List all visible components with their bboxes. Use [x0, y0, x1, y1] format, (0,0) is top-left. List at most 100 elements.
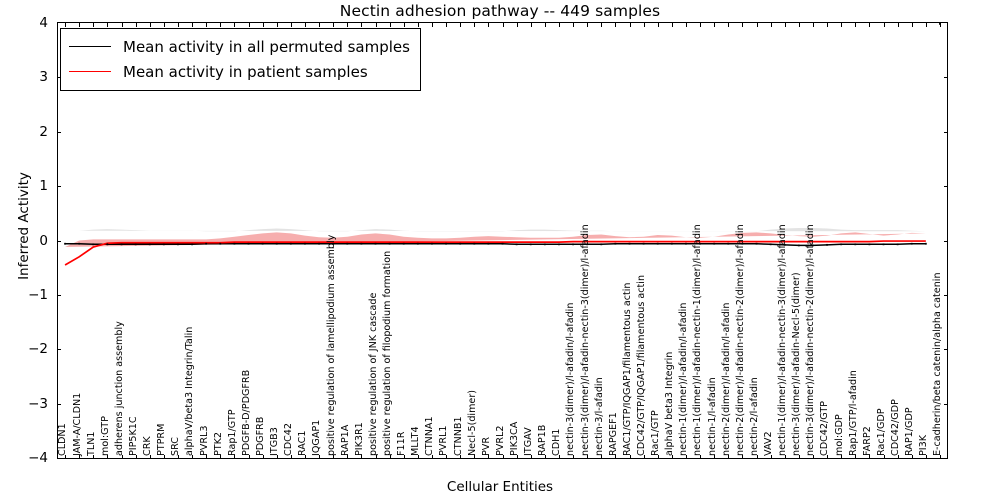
data-point-marker: [840, 243, 843, 246]
data-point-marker: [939, 23, 941, 25]
y-axis-label: Inferred Activity: [16, 172, 32, 280]
data-point-marker: [924, 242, 927, 245]
data-point-marker: [600, 243, 603, 246]
data-point-marker: [459, 242, 462, 245]
data-point-marker: [92, 243, 95, 246]
data-point-marker: [812, 244, 814, 247]
data-point-marker: [416, 242, 419, 245]
data-point-marker: [120, 243, 123, 246]
data-point-marker: [487, 242, 490, 245]
legend-item-patient: Mean activity in patient samples: [69, 59, 410, 84]
legend: Mean activity in all permuted samples Me…: [60, 28, 421, 91]
data-point-marker: [868, 243, 871, 246]
legend-item-permuted: Mean activity in all permuted samples: [69, 34, 410, 59]
data-point-marker: [332, 242, 335, 245]
chart-canvas: [64, 23, 941, 458]
y-tick-label: 1: [39, 178, 48, 195]
data-point-marker: [219, 242, 222, 245]
data-point-marker: [685, 242, 687, 245]
data-point-marker: [656, 242, 659, 245]
y-tick-mark: [944, 404, 948, 405]
data-point-marker: [106, 243, 109, 246]
data-point-marker: [501, 242, 504, 245]
data-point-marker: [431, 242, 433, 245]
x-axis-label: Cellular Entities: [446, 479, 554, 495]
data-point-marker: [360, 242, 363, 245]
y-tick-mark: [57, 186, 61, 187]
legend-swatch-permuted: [69, 46, 111, 47]
data-point-marker: [826, 243, 828, 246]
data-point-marker: [402, 242, 405, 245]
data-point-marker: [134, 243, 137, 246]
y-tick-mark: [944, 132, 948, 133]
data-point-marker: [854, 243, 857, 246]
y-tick-mark: [944, 186, 948, 187]
y-tick-mark: [57, 404, 61, 405]
data-point-marker: [741, 242, 744, 245]
chart-title: Nectin adhesion pathway -- 449 samples: [339, 2, 661, 20]
data-point-marker: [388, 242, 391, 245]
data-point-marker: [445, 242, 447, 245]
data-point-marker: [304, 242, 306, 245]
data-point-marker: [783, 243, 786, 246]
y-tick-label: −2: [28, 341, 48, 358]
y-tick-mark: [944, 77, 948, 78]
data-point-marker: [614, 242, 617, 245]
data-point-marker: [628, 242, 631, 245]
data-point-marker: [148, 243, 151, 246]
y-tick-label: −3: [28, 395, 48, 412]
y-tick-mark: [57, 295, 61, 296]
data-point-marker: [713, 242, 716, 245]
y-tick-mark: [944, 295, 948, 296]
data-point-marker: [586, 243, 589, 246]
data-point-marker: [233, 242, 236, 245]
data-point-marker: [727, 242, 730, 245]
data-point-marker: [473, 242, 476, 245]
data-point-marker: [374, 242, 377, 245]
data-point-marker: [543, 243, 546, 246]
data-point-marker: [205, 242, 208, 245]
data-point-marker: [247, 242, 250, 245]
data-point-marker: [572, 243, 574, 246]
y-tick-mark: [944, 349, 948, 350]
data-point-marker: [64, 242, 66, 245]
data-point-marker: [78, 242, 81, 245]
y-tick-label: 0: [39, 232, 48, 249]
data-point-marker: [275, 242, 278, 245]
y-tick-label: 4: [39, 15, 48, 31]
data-point-marker: [699, 242, 701, 245]
data-point-marker: [318, 242, 320, 245]
data-point-marker: [289, 242, 292, 245]
y-tick-mark: [57, 241, 61, 242]
patient-mean-line: [65, 241, 926, 265]
y-tick-label: 2: [39, 123, 48, 140]
legend-label-patient: Mean activity in patient samples: [123, 62, 368, 81]
data-point-marker: [261, 242, 264, 245]
data-point-marker: [177, 243, 179, 246]
y-tick-label: −4: [28, 450, 48, 466]
data-point-marker: [642, 242, 645, 245]
y-tick-mark: [944, 241, 948, 242]
data-point-marker: [670, 242, 673, 245]
y-tick-mark: [57, 349, 61, 350]
data-point-marker: [769, 243, 772, 246]
plot-area: [57, 22, 948, 459]
permuted-confidence-band: [65, 227, 926, 232]
data-point-marker: [529, 243, 532, 246]
data-point-marker: [910, 242, 913, 245]
y-tick-label: 3: [39, 69, 48, 86]
data-point-marker: [558, 243, 560, 246]
data-point-marker: [896, 243, 899, 246]
y-tick-label: −1: [28, 286, 48, 303]
legend-label-permuted: Mean activity in all permuted samples: [123, 37, 410, 56]
legend-swatch-patient: [69, 71, 111, 72]
data-point-marker: [162, 243, 165, 246]
data-point-marker: [882, 243, 885, 246]
data-point-marker: [191, 243, 193, 246]
data-point-marker: [797, 244, 800, 247]
y-tick-mark: [57, 132, 61, 133]
data-point-marker: [515, 243, 518, 246]
data-point-marker: [755, 242, 758, 245]
y-tick-mark: [57, 77, 61, 78]
